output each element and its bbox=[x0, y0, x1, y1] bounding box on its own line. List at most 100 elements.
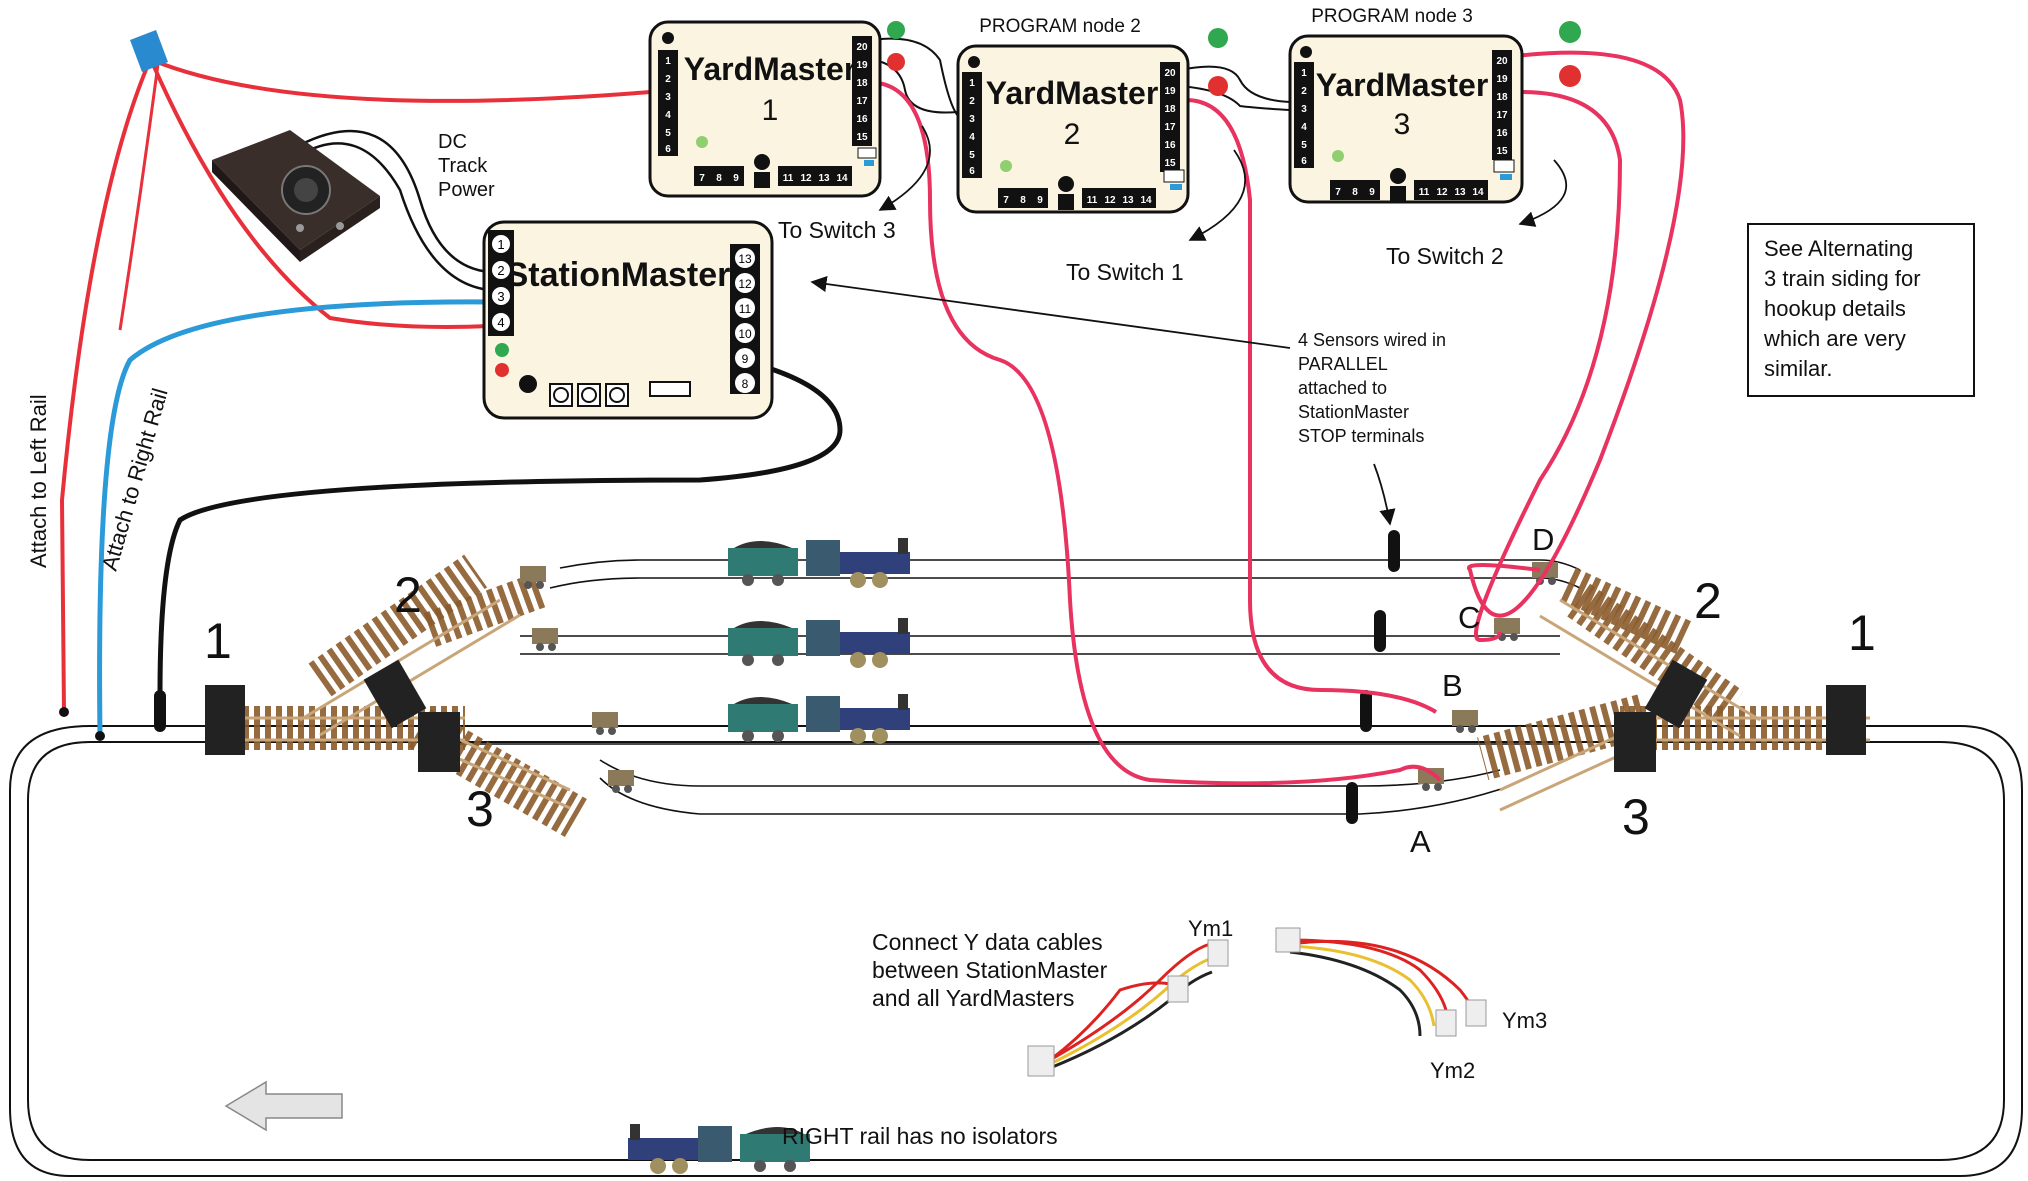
terminal-block-left: 1 2 3 4 5 6 bbox=[962, 72, 982, 178]
see-alternating-note: See Alternating 3 train siding for hooku… bbox=[1747, 223, 1975, 397]
station-terminals-left: 1 2 3 4 bbox=[488, 230, 514, 336]
svg-text:15: 15 bbox=[856, 132, 868, 143]
svg-text:11: 11 bbox=[783, 173, 794, 184]
switch-machines bbox=[520, 562, 1558, 793]
station-terminals-right: 13 12 11 10 9 8 bbox=[730, 244, 760, 394]
siding-tracks bbox=[440, 559, 1581, 815]
svg-text:15: 15 bbox=[1164, 158, 1176, 169]
svg-text:8: 8 bbox=[1020, 195, 1026, 206]
svg-text:18: 18 bbox=[856, 78, 868, 89]
svg-text:13: 13 bbox=[1454, 187, 1466, 198]
svg-text:16: 16 bbox=[1164, 140, 1176, 151]
svg-text:11: 11 bbox=[739, 302, 752, 316]
svg-text:17: 17 bbox=[1496, 110, 1508, 121]
switch-number-left-3: 3 bbox=[466, 781, 494, 837]
svg-text:3: 3 bbox=[969, 114, 975, 125]
yardmaster-2-program: PROGRAM node 2 bbox=[979, 16, 1141, 37]
dc-power-pack-icon bbox=[212, 130, 380, 262]
svg-text:Connect Y data cables: Connect Y data cables bbox=[872, 929, 1103, 955]
svg-text:11: 11 bbox=[1419, 187, 1430, 198]
terminal-block-bottom: 7 8 9 11 12 13 14 bbox=[1330, 168, 1488, 202]
svg-text:8: 8 bbox=[1352, 187, 1358, 198]
svg-text:between StationMaster: between StationMaster bbox=[872, 957, 1108, 983]
ym2-label: Ym2 bbox=[1430, 1058, 1475, 1083]
to-switch-3-label: To Switch 3 bbox=[778, 217, 896, 243]
svg-text:4: 4 bbox=[497, 315, 504, 330]
locomotive-icon bbox=[728, 694, 910, 744]
locomotive-icon bbox=[728, 538, 910, 588]
sensors bbox=[154, 530, 1400, 824]
red-led-icon bbox=[887, 53, 905, 71]
svg-text:2: 2 bbox=[665, 74, 671, 85]
switch-number-right-2: 2 bbox=[1694, 573, 1722, 629]
ym1-label: Ym1 bbox=[1188, 916, 1233, 941]
svg-text:4: 4 bbox=[1301, 122, 1307, 133]
y-cable-icon bbox=[1275, 927, 1487, 1037]
svg-text:17: 17 bbox=[1164, 122, 1176, 133]
svg-text:similar.: similar. bbox=[1764, 356, 1832, 381]
svg-text:9: 9 bbox=[733, 173, 739, 184]
right-rail-attach-point bbox=[95, 731, 105, 741]
green-led-icon bbox=[495, 343, 509, 357]
red-led-icon bbox=[1559, 65, 1581, 87]
switch-machine-icon bbox=[608, 770, 634, 793]
svg-text:7: 7 bbox=[1335, 187, 1341, 198]
red-led-icon bbox=[495, 363, 509, 377]
svg-text:6: 6 bbox=[1301, 156, 1307, 167]
locomotive-icon bbox=[628, 1124, 810, 1174]
green-led-icon bbox=[1559, 21, 1581, 43]
svg-text:and all YardMasters: and all YardMasters bbox=[872, 985, 1074, 1011]
svg-text:14: 14 bbox=[1472, 187, 1484, 198]
svg-text:DC: DC bbox=[438, 131, 467, 153]
to-switch-2-label: To Switch 2 bbox=[1386, 243, 1504, 269]
svg-text:3: 3 bbox=[665, 92, 671, 103]
svg-text:4 Sensors wired in: 4 Sensors wired in bbox=[1298, 330, 1446, 350]
switch-number-right-3: 3 bbox=[1622, 789, 1650, 845]
svg-text:18: 18 bbox=[1164, 104, 1176, 115]
svg-text:3 train siding for: 3 train siding for bbox=[1764, 266, 1921, 291]
svg-text:6: 6 bbox=[969, 166, 975, 177]
switch-machine-icon bbox=[1494, 618, 1520, 641]
svg-text:16: 16 bbox=[856, 114, 868, 125]
svg-text:7: 7 bbox=[699, 173, 705, 184]
svg-text:13: 13 bbox=[818, 173, 830, 184]
terminal-block-left: 1 2 3 4 5 6 bbox=[1294, 62, 1314, 168]
svg-text:which are very: which are very bbox=[1763, 326, 1906, 351]
switch-number-left-1: 1 bbox=[204, 613, 232, 669]
switch-number-right-1: 1 bbox=[1848, 605, 1876, 661]
svg-text:20: 20 bbox=[1164, 68, 1176, 79]
main-loop-track bbox=[9, 725, 2023, 1177]
yardmaster-1: YardMaster 1 1 2 3 4 5 6 20 19 18 17 16 … bbox=[648, 20, 905, 198]
switch-machine-icon bbox=[592, 712, 618, 735]
svg-text:18: 18 bbox=[1496, 92, 1508, 103]
terminal-block-right: 20 19 18 17 16 15 bbox=[1492, 50, 1512, 160]
right-turnouts bbox=[1477, 566, 1870, 812]
svg-text:11: 11 bbox=[1087, 195, 1098, 206]
svg-text:10: 10 bbox=[738, 327, 752, 341]
svg-text:20: 20 bbox=[856, 42, 868, 53]
svg-text:StationMaster: StationMaster bbox=[1298, 402, 1409, 422]
sensor-letter-d: D bbox=[1532, 522, 1554, 557]
switch-arrows bbox=[810, 125, 1568, 526]
svg-text:Power: Power bbox=[438, 179, 495, 201]
green-led-icon bbox=[1208, 28, 1228, 48]
locomotives bbox=[628, 538, 910, 1174]
svg-text:2: 2 bbox=[1301, 86, 1307, 97]
svg-text:4: 4 bbox=[665, 110, 671, 121]
terminal-block-left: 1 2 3 4 5 6 bbox=[658, 50, 678, 156]
terminal-block-right: 20 19 18 17 16 15 bbox=[1160, 62, 1180, 172]
blue-rail-clip-icon bbox=[130, 30, 168, 72]
svg-text:20: 20 bbox=[1496, 56, 1508, 67]
attach-left-rail-label: Attach to Left Rail bbox=[26, 394, 51, 568]
sensor-letter-b: B bbox=[1442, 668, 1463, 703]
yardmaster-3-number: 3 bbox=[1394, 108, 1411, 141]
svg-text:14: 14 bbox=[836, 173, 848, 184]
yardmaster-2: PROGRAM node 2 YardMaster 2 1 2 3 4 5 6 … bbox=[956, 16, 1228, 214]
svg-text:Track: Track bbox=[438, 155, 488, 177]
svg-text:4: 4 bbox=[969, 132, 975, 143]
svg-text:17: 17 bbox=[856, 96, 868, 107]
stationmaster: StationMaster 1 2 3 4 13 12 11 10 9 8 bbox=[482, 220, 774, 420]
svg-text:15: 15 bbox=[1496, 146, 1508, 157]
svg-text:5: 5 bbox=[969, 150, 975, 161]
